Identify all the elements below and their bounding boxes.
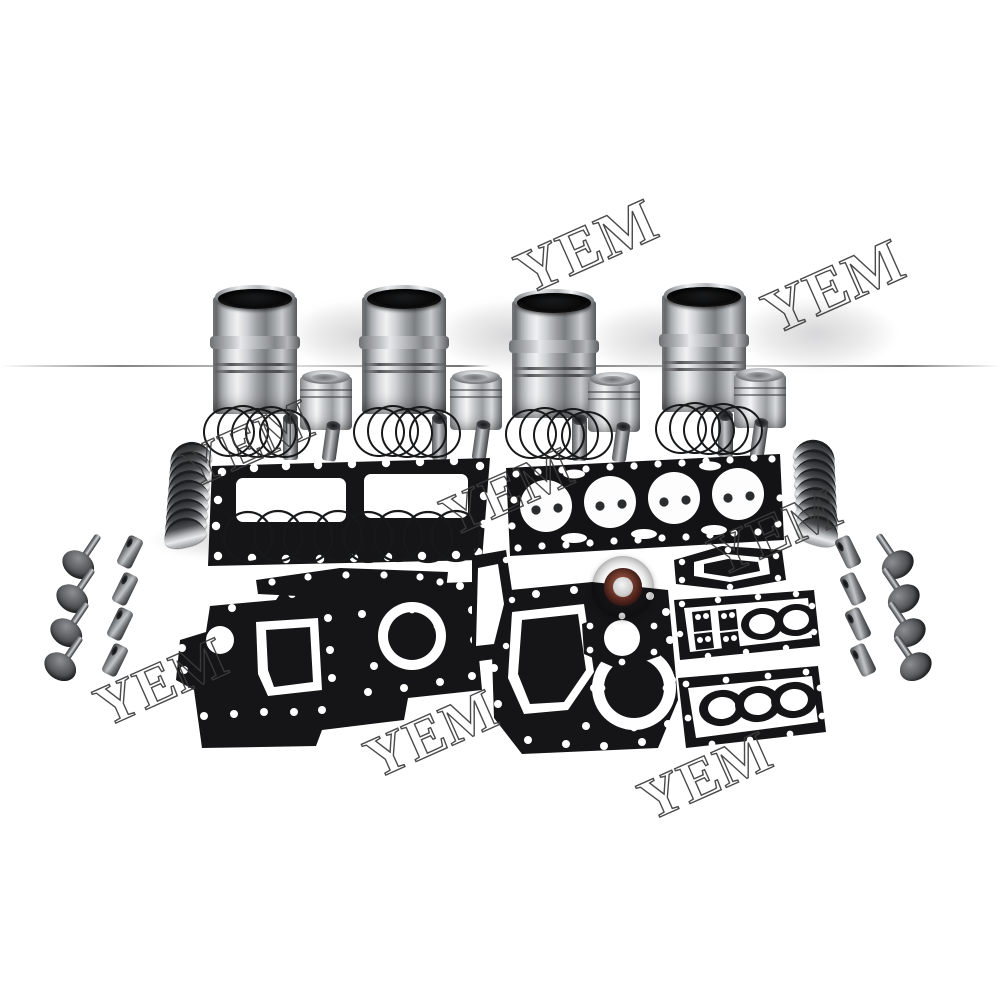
pump-cover-gasket [664, 556, 760, 596]
piston-ring [711, 406, 763, 455]
valve-guide [833, 534, 863, 570]
valve-head [44, 612, 88, 653]
liner-band [512, 367, 596, 371]
piston-dish [745, 372, 773, 380]
piston-ring-set [655, 402, 767, 455]
valve-guide [110, 571, 140, 607]
liner-body [662, 294, 746, 412]
liner-band [662, 368, 746, 372]
valve-head [56, 544, 100, 585]
liner-band [662, 361, 746, 365]
valve-guide [838, 571, 868, 607]
cylinder-liner [509, 289, 599, 418]
valve-guide [848, 642, 878, 678]
crankshaft-oil-seal [592, 556, 654, 618]
backdrop-seam-line [0, 365, 1000, 367]
piston-ring-set [353, 405, 465, 458]
valve-guide [843, 606, 873, 642]
liner-bore [517, 292, 591, 313]
piston-body [300, 376, 352, 430]
liner-bore [667, 286, 741, 307]
valve-guide [100, 642, 130, 678]
liner-flange [659, 334, 749, 348]
piston-ring-grooves [734, 386, 786, 398]
liner-flange [210, 336, 300, 350]
timing-cover-gasket [176, 582, 482, 748]
side-cover-gasket [256, 568, 448, 598]
gasket-fragment [472, 550, 516, 662]
valve-head [50, 578, 94, 619]
manifold-gasket [678, 666, 826, 748]
engine-valve [56, 532, 102, 585]
piston-ring [259, 409, 311, 458]
piston [450, 370, 502, 430]
liner-band [213, 370, 297, 374]
piston-ring-grooves [450, 388, 502, 400]
liner-flange [509, 340, 599, 354]
liner-shadow [736, 298, 896, 370]
piston-ring [409, 409, 461, 458]
liner-flange [359, 336, 449, 350]
valve-head [894, 646, 938, 687]
liner-body [213, 296, 297, 414]
thermostat-housing-gasket [674, 546, 786, 591]
liner-band [362, 370, 446, 374]
piston-body [450, 376, 502, 430]
cylinder-liner [659, 283, 749, 412]
piston-ring-set [505, 407, 617, 460]
piston-dish [461, 374, 489, 382]
cylinder-liner [210, 285, 300, 414]
liner-body [512, 300, 596, 418]
piston-dish [311, 374, 339, 382]
piston-dish [599, 376, 627, 384]
valve-head [882, 578, 926, 619]
liner-body [362, 296, 446, 414]
valve-guide [115, 534, 145, 570]
liner-band [362, 363, 446, 367]
cylinder-liner [359, 285, 449, 414]
o-ring-set [222, 509, 482, 564]
valve-head [38, 646, 82, 687]
liner-band [512, 374, 596, 378]
liner-bore [367, 288, 441, 309]
oil-seal-hub [613, 577, 633, 597]
valve-guide [105, 606, 135, 642]
piston-ring [561, 411, 613, 460]
piston [300, 370, 352, 430]
piston-ring-grooves [300, 388, 352, 400]
oil-pan-gasket [490, 582, 678, 754]
liner-band [213, 363, 297, 367]
rocker-cover-gasket [208, 456, 490, 566]
valve-head [876, 544, 920, 585]
cylinder-head-gasket [506, 454, 784, 556]
piston-ring-set [203, 405, 315, 458]
water-pump-gasket [582, 608, 662, 670]
manifold-gasket [674, 590, 820, 660]
valve-head [888, 612, 932, 653]
engine-valve [874, 532, 920, 585]
liner-bore [218, 288, 292, 309]
piston-ring-grooves [588, 390, 640, 402]
